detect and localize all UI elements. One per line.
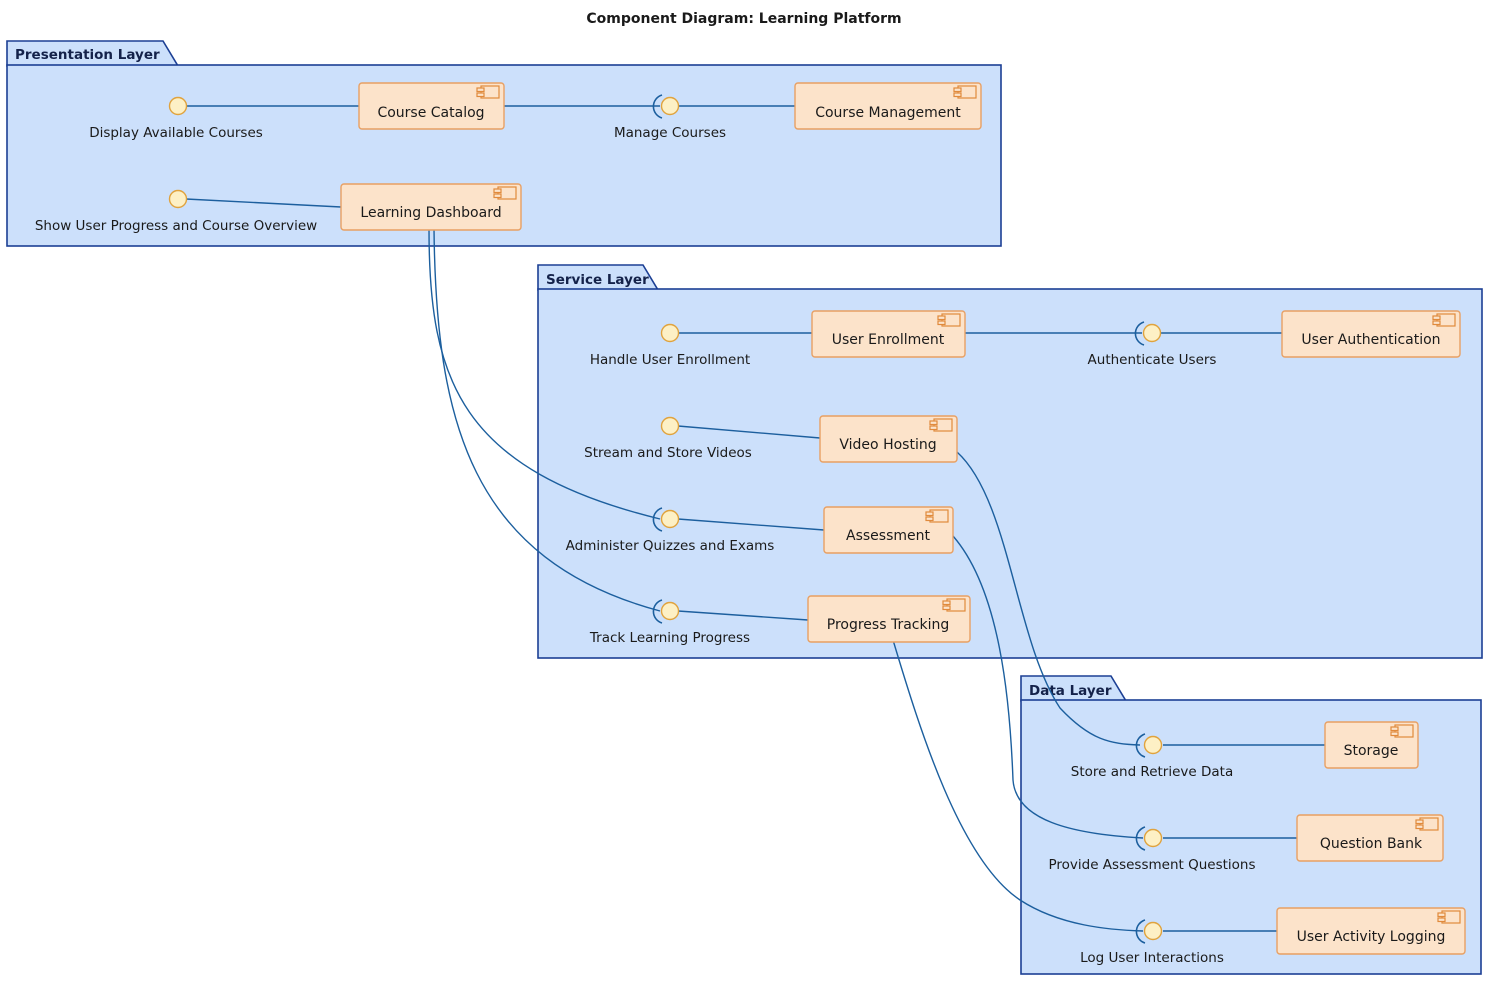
component-icon [953,85,977,99]
component-icon [925,509,949,523]
interface-handle-user-enrollment[interactable]: Handle User Enrollment [590,323,750,369]
interface-ball-icon [168,189,188,209]
interface-provide-assessment-questions[interactable]: Provide Assessment Questions [1048,826,1256,873]
interface-manage-courses[interactable]: Manage Courses [614,94,726,141]
component-box-user-activity-logging [1276,907,1466,955]
component-user-authentication[interactable]: User Authentication [1281,310,1461,358]
component-icon [1390,724,1414,738]
interface-socket-icon [652,599,663,624]
connector-show-user-progress [185,198,342,208]
component-label-learning-dashboard: Learning Dashboard [360,205,501,221]
interface-label-handle-user-enrollment: Handle User Enrollment [590,352,750,368]
component-label-user-activity-logging: User Activity Logging [1297,929,1446,945]
interface-ball-icon [660,323,680,343]
interface-ball-icon [168,96,188,116]
component-box-progress-tracking [807,595,971,643]
component-icon [476,85,500,99]
connector-administer-quizzes-to-assessment [677,518,825,531]
component-icon [929,418,953,432]
component-user-enrollment[interactable]: User Enrollment [811,310,966,358]
component-box-course-management [794,82,982,130]
interface-socket-icon [652,507,663,532]
interface-ball-icon [1143,828,1163,848]
component-label-video-hosting: Video Hosting [839,437,936,453]
connector-assessment-to-question-bank-interface [952,535,1144,839]
component-label-assessment: Assessment [846,528,930,544]
connector-progress-tracking-to-logging-interface [892,639,1144,932]
component-box-question-bank [1296,814,1444,862]
component-box-video-hosting [819,415,958,463]
connector-video-hosting-to-storage-interface [956,451,1141,746]
interface-label-administer-quizzes-and-exams: Administer Quizzes and Exams [566,538,775,554]
component-box-course-catalog [358,82,505,130]
interface-ball-icon [1143,921,1163,941]
interface-track-learning-progress[interactable]: Track Learning Progress [589,599,750,646]
interface-label-show-user-progress: Show User Progress and Course Overview [35,218,317,234]
interface-socket-icon [1135,826,1146,851]
interface-log-user-interactions[interactable]: Log User Interactions [1080,919,1224,966]
interface-ball-icon [660,96,680,116]
interface-socket-icon [652,94,663,119]
component-label-progress-tracking: Progress Tracking [827,617,949,633]
interface-label-authenticate-users: Authenticate Users [1088,352,1217,368]
component-icon [942,598,966,612]
interface-administer-quizzes-and-exams[interactable]: Administer Quizzes and Exams [566,507,775,554]
component-box-user-authentication [1281,310,1461,358]
component-progress-tracking[interactable]: Progress Tracking [807,595,971,643]
component-user-activity-logging[interactable]: User Activity Logging [1276,907,1466,955]
package-label-data: Data Layer [1029,683,1112,699]
interface-label-provide-assessment-questions: Provide Assessment Questions [1048,857,1255,873]
connector-track-progress-to-progress-tracking [677,610,809,621]
package-label-presentation: Presentation Layer [15,47,160,63]
component-icon [1415,817,1439,831]
interface-ball-icon [660,601,680,621]
component-label-storage: Storage [1344,743,1399,759]
interface-socket-icon [1135,919,1146,944]
interface-ball-icon [1143,735,1163,755]
interface-label-track-learning-progress: Track Learning Progress [589,630,750,646]
connector-stream-and-store-videos [677,425,821,439]
interface-ball-icon [660,509,680,529]
component-box-assessment [823,506,954,554]
component-icon [937,313,961,327]
connector-layer [185,105,1325,932]
component-label-question-bank: Question Bank [1320,836,1423,852]
connector-learning-dashboard-to-administer-quizzes [428,228,661,520]
component-question-bank[interactable]: Question Bank [1296,814,1444,862]
component-assessment[interactable]: Assessment [823,506,954,554]
interface-ball-icon [660,416,680,436]
component-box-learning-dashboard [340,183,522,231]
interface-display-available-courses[interactable]: Display Available Courses [89,96,263,142]
component-icon [493,186,517,200]
interface-ball-icon [1142,323,1162,343]
interface-authenticate-users[interactable]: Authenticate Users [1088,321,1217,368]
component-label-course-catalog: Course Catalog [377,105,484,121]
interface-stream-and-store-videos[interactable]: Stream and Store Videos [584,416,752,462]
package-label-service: Service Layer [546,272,649,288]
interface-socket-icon [1134,321,1145,346]
interface-socket-icon [1135,733,1146,758]
component-course-management[interactable]: Course Management [794,82,982,130]
component-label-course-management: Course Management [815,105,961,121]
component-video-hosting[interactable]: Video Hosting [819,415,958,463]
interface-label-manage-courses: Manage Courses [614,125,726,141]
interface-show-user-progress[interactable]: Show User Progress and Course Overview [35,189,317,235]
interface-label-log-user-interactions: Log User Interactions [1080,950,1224,966]
component-box-user-enrollment [811,310,966,358]
page-title: Component Diagram: Learning Platform [586,11,901,27]
component-label-user-enrollment: User Enrollment [832,332,945,348]
component-storage[interactable]: Storage [1324,721,1419,769]
interface-store-and-retrieve-data[interactable]: Store and Retrieve Data [1071,733,1233,780]
component-label-user-authentication: User Authentication [1301,332,1440,348]
connector-learning-dashboard-to-track-progress [433,228,661,612]
component-icon [1437,910,1461,924]
component-learning-dashboard[interactable]: Learning Dashboard [340,183,522,231]
component-icon [1432,313,1456,327]
component-course-catalog[interactable]: Course Catalog [358,82,505,130]
interface-label-stream-and-store-videos: Stream and Store Videos [584,445,752,461]
interface-label-store-and-retrieve-data: Store and Retrieve Data [1071,764,1233,780]
interface-label-display-available-courses: Display Available Courses [89,125,263,141]
